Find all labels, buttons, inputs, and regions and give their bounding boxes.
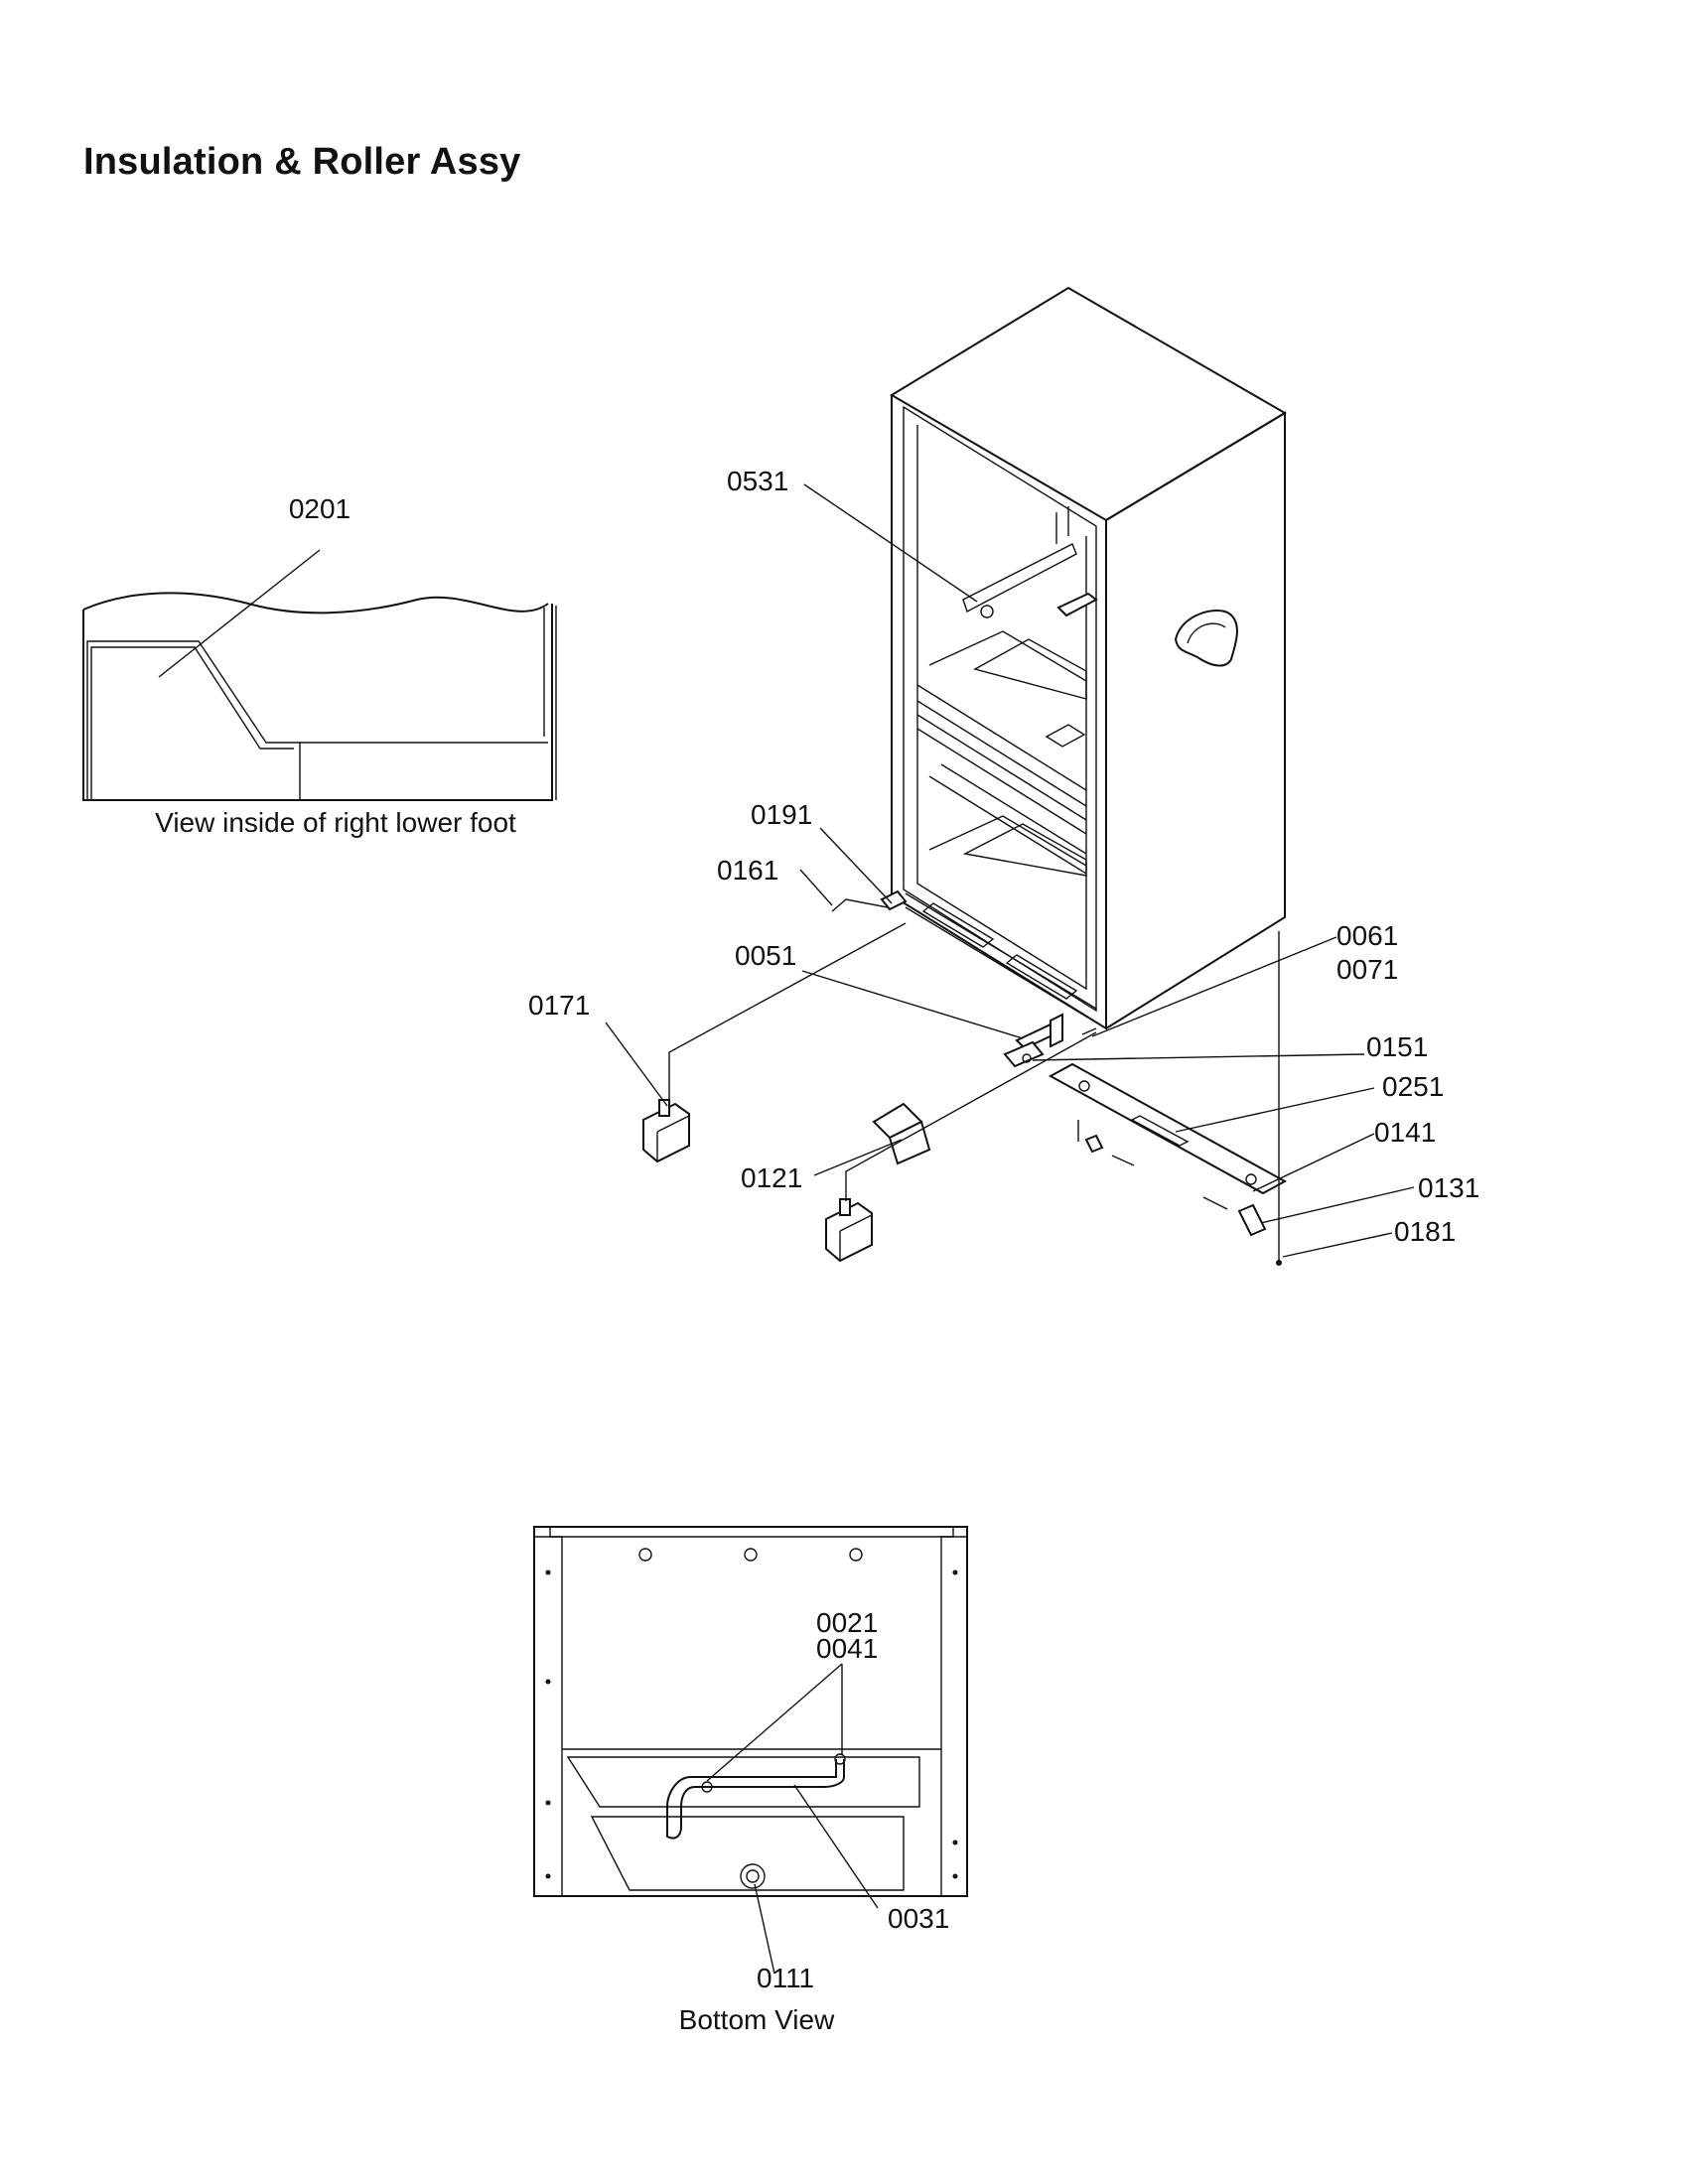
leveling-foot-left bbox=[642, 1099, 690, 1163]
callout-0121: 0121 bbox=[741, 1162, 802, 1193]
foot-inset-view: 0201 View inside of right lower foot bbox=[82, 493, 557, 838]
callout-0531: 0531 bbox=[727, 466, 788, 496]
callout-0111: 0111 bbox=[757, 1963, 814, 1993]
leveling-foot-right bbox=[825, 1198, 873, 1263]
callout-0051: 0051 bbox=[735, 940, 796, 971]
callout-0041: 0041 bbox=[816, 1633, 878, 1664]
page-title: Insulation & Roller Assy bbox=[83, 141, 521, 183]
callout-leaders bbox=[605, 483, 1415, 1258]
refrigerator-cabinet bbox=[890, 286, 1287, 1030]
callout-0061: 0061 bbox=[1336, 920, 1398, 951]
callout-0151: 0151 bbox=[1366, 1031, 1428, 1062]
callout-0251: 0251 bbox=[1382, 1071, 1444, 1102]
callout-0031: 0031 bbox=[888, 1903, 949, 1934]
callout-0141: 0141 bbox=[1374, 1117, 1436, 1148]
callout-0161: 0161 bbox=[717, 855, 778, 886]
callout-0191: 0191 bbox=[751, 799, 812, 830]
callout-0201: 0201 bbox=[289, 493, 351, 524]
inset-caption: View inside of right lower foot bbox=[155, 807, 516, 838]
callout-0131: 0131 bbox=[1418, 1172, 1479, 1203]
callout-0171: 0171 bbox=[528, 990, 590, 1021]
callout-0071: 0071 bbox=[1336, 954, 1398, 985]
roller-assembly-parts bbox=[642, 889, 1288, 1266]
callout-0021: 0021 bbox=[816, 1607, 878, 1638]
bottom-view-caption: Bottom View bbox=[679, 2004, 835, 2035]
bottom-view: 0021 0041 0031 0111 Bottom View bbox=[533, 1526, 968, 2035]
callout-0181: 0181 bbox=[1394, 1216, 1456, 1247]
